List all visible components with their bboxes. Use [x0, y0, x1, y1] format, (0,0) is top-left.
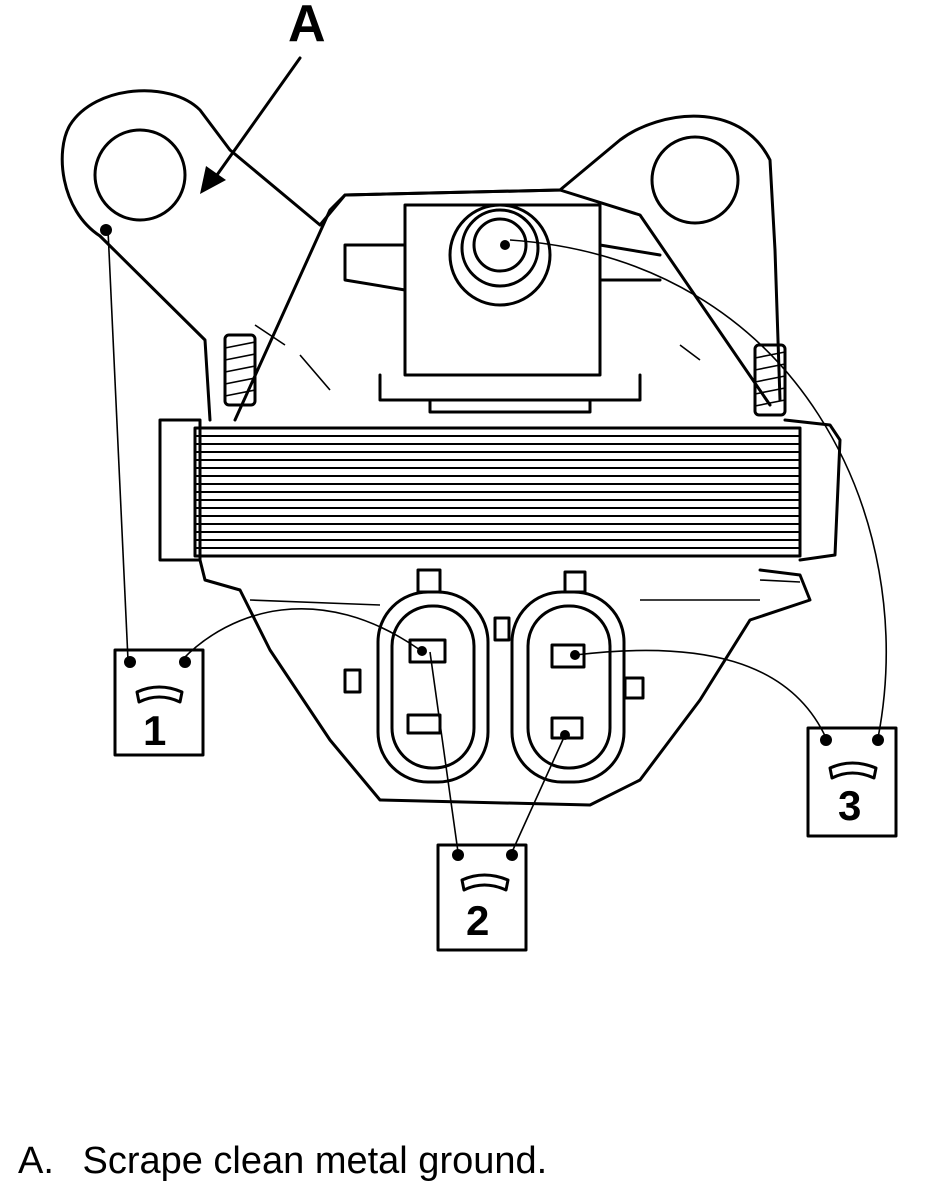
bolt-left	[223, 333, 257, 407]
coil-top-housing	[233, 188, 772, 422]
caption-text: Scrape clean metal ground.	[82, 1140, 548, 1182]
mounting-bracket	[60, 89, 782, 422]
mounting-hole-left	[93, 128, 187, 222]
coil-lower-body	[198, 558, 812, 807]
meter-label-1: 1	[143, 707, 166, 754]
laminated-core	[158, 418, 842, 562]
primary-connector-left	[376, 568, 490, 784]
ohmmeter-2: 2	[436, 843, 528, 952]
meter-2-leads	[429, 651, 570, 853]
callout-arrow-a	[200, 56, 302, 194]
callout-label-a: A	[288, 0, 326, 53]
meter-label-3: 3	[838, 782, 861, 829]
primary-connector-right	[343, 570, 645, 784]
caption-key: A.	[18, 1140, 54, 1182]
meter-1-leads	[100, 224, 427, 661]
figure-caption: A. Scrape clean metal ground.	[18, 1140, 547, 1183]
meter-label-2: 2	[466, 897, 489, 944]
high-voltage-tower	[448, 203, 552, 307]
bolt-right	[753, 343, 787, 417]
ohmmeter-3: 3	[806, 726, 898, 838]
ohmmeter-1: 1	[113, 648, 205, 757]
meter-3-leads	[509, 239, 887, 739]
mounting-hole-right	[650, 135, 740, 225]
